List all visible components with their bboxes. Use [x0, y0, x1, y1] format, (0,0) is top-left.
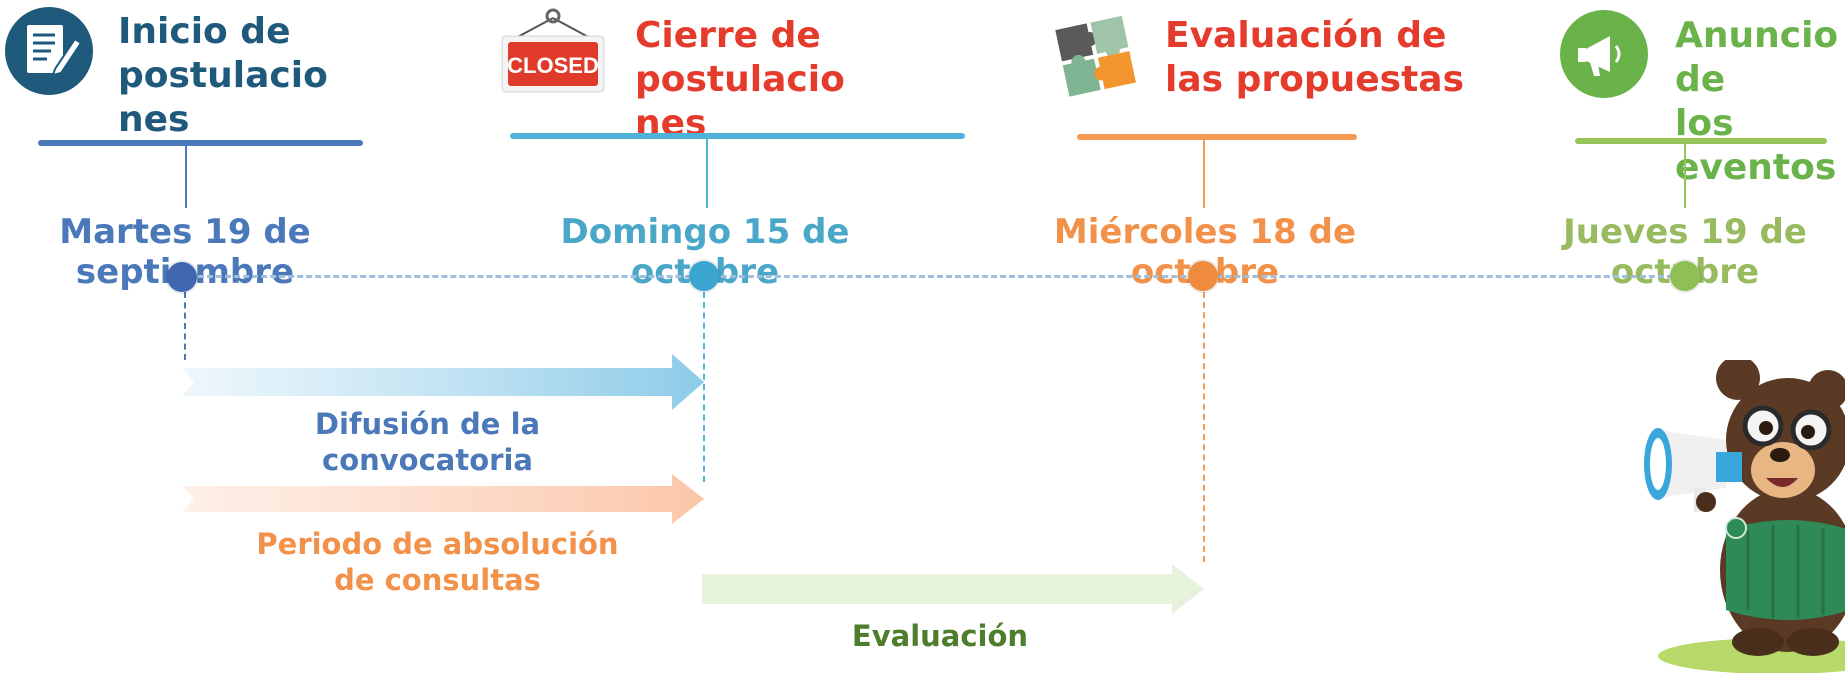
milestone-header-line — [38, 140, 363, 146]
milestone-header-line — [1575, 138, 1827, 144]
document-edit-icon — [3, 5, 95, 101]
puzzle-icon — [1052, 12, 1142, 108]
milestone-date: Jueves 19 de octubre — [1563, 212, 1807, 292]
closed-sign-icon: CLOSED — [498, 4, 608, 100]
megaphone-icon — [1558, 8, 1650, 104]
milestone-header-line — [510, 133, 965, 139]
milestone-connector — [1684, 142, 1686, 208]
phase-label: Evaluación — [851, 619, 1029, 653]
timeline-drop-line — [703, 292, 705, 482]
phase-arrow-evaluacion — [702, 562, 1207, 620]
milestone-marker — [1188, 261, 1218, 291]
phase-label: Difusión de la convocatoria — [314, 407, 541, 477]
timeline-drop-line — [1203, 292, 1205, 562]
bear-mascot-with-megaphone — [1598, 356, 1845, 677]
milestone-title: Cierre de postulacio nes — [635, 15, 845, 144]
milestone-connector — [706, 138, 708, 208]
phase-label: Periodo de absolución de consultas — [256, 527, 619, 597]
milestone-title: Anuncio de los eventos — [1675, 15, 1839, 188]
closed-sign-text: CLOSED — [507, 53, 599, 78]
milestone-title: Evaluación de las propuestas — [1165, 15, 1465, 100]
milestone-header-line — [1077, 134, 1357, 140]
milestone-title: Inicio de postulacio nes — [118, 11, 328, 140]
milestone-marker — [1670, 261, 1700, 291]
timeline-drop-line — [184, 292, 186, 360]
milestone-marker — [167, 262, 197, 292]
phase-arrow-consultas — [182, 472, 707, 530]
milestone-connector — [185, 146, 187, 208]
phase-arrow-difusion — [182, 352, 707, 416]
milestone-connector — [1203, 138, 1205, 208]
timeline-axis — [180, 275, 1700, 278]
milestone-marker — [689, 261, 719, 291]
